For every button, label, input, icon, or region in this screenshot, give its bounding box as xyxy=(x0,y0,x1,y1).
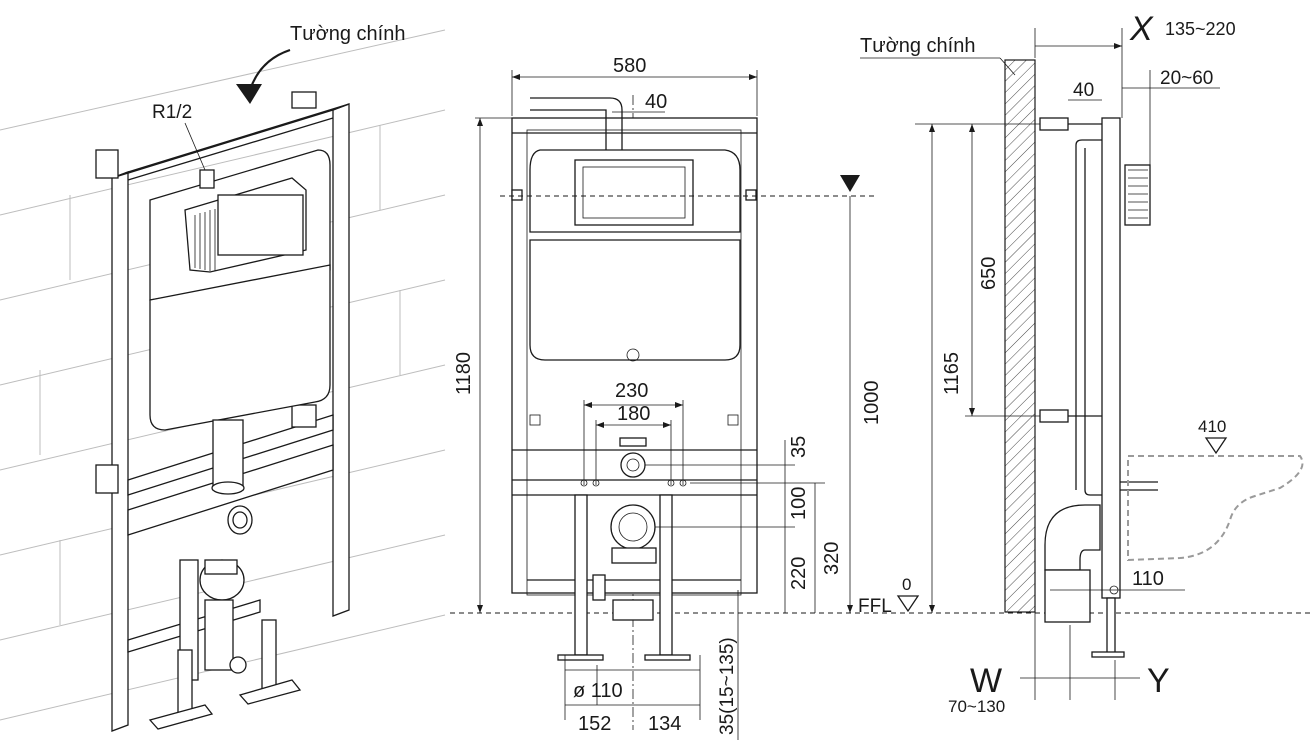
main-wall-section xyxy=(1004,59,1036,613)
w-range: 70~130 xyxy=(948,697,1005,716)
main-wall-label-left: Tường chính xyxy=(290,23,405,45)
ffl-label: FFL xyxy=(858,596,892,617)
x-symbol: X xyxy=(1129,10,1154,48)
side-view: Tường chính xyxy=(860,10,1304,716)
dim-580: 580 xyxy=(613,55,646,77)
ffl-marker-icon xyxy=(896,595,920,613)
dim-100: 100 xyxy=(788,487,810,520)
dim-1165: 1165 xyxy=(941,352,963,395)
pipe-thread-label: R1/2 xyxy=(152,102,192,123)
dim-110-side: 110 xyxy=(1132,568,1164,590)
front-dimensions: 580 40 1180 1000 230 180 35 100 xyxy=(453,55,920,740)
water-level-marker-icon xyxy=(840,175,860,192)
bowl-height-label: 410 xyxy=(1198,417,1226,436)
side-plate-ribs xyxy=(1128,169,1148,219)
main-wall-label-right: Tường chính xyxy=(860,35,975,57)
wall-arrow-head-icon xyxy=(236,84,262,104)
frame-perspective xyxy=(95,91,350,732)
dim-diameter-110: ø 110 xyxy=(573,680,623,702)
dim-1180: 1180 xyxy=(453,352,475,395)
flush-plate-ribs xyxy=(194,209,216,271)
bowl-height-marker-icon xyxy=(1204,437,1228,455)
dim-180: 180 xyxy=(617,403,650,425)
dim-40-front: 40 xyxy=(645,91,667,113)
dim-1000: 1000 xyxy=(861,381,883,426)
dim-35: 35 xyxy=(788,436,810,458)
dim-230: 230 xyxy=(615,380,648,402)
perspective-view: Tường chính R1/2 xyxy=(0,23,446,732)
dim-40-side: 40 xyxy=(1073,80,1094,101)
dim-20-60: 20~60 xyxy=(1160,68,1213,89)
ffl-zero-label: 0 xyxy=(902,575,911,594)
w-symbol: W xyxy=(970,662,1002,700)
dim-320: 320 xyxy=(821,542,843,575)
y-symbol: Y xyxy=(1147,662,1170,700)
dim-foot-range: 35(15~135) xyxy=(717,637,738,735)
dim-134: 134 xyxy=(648,713,681,735)
x-range: 135~220 xyxy=(1165,19,1236,39)
dim-650: 650 xyxy=(978,257,1000,290)
dim-152: 152 xyxy=(578,713,611,735)
dim-220: 220 xyxy=(788,557,810,590)
front-view xyxy=(450,95,1314,730)
